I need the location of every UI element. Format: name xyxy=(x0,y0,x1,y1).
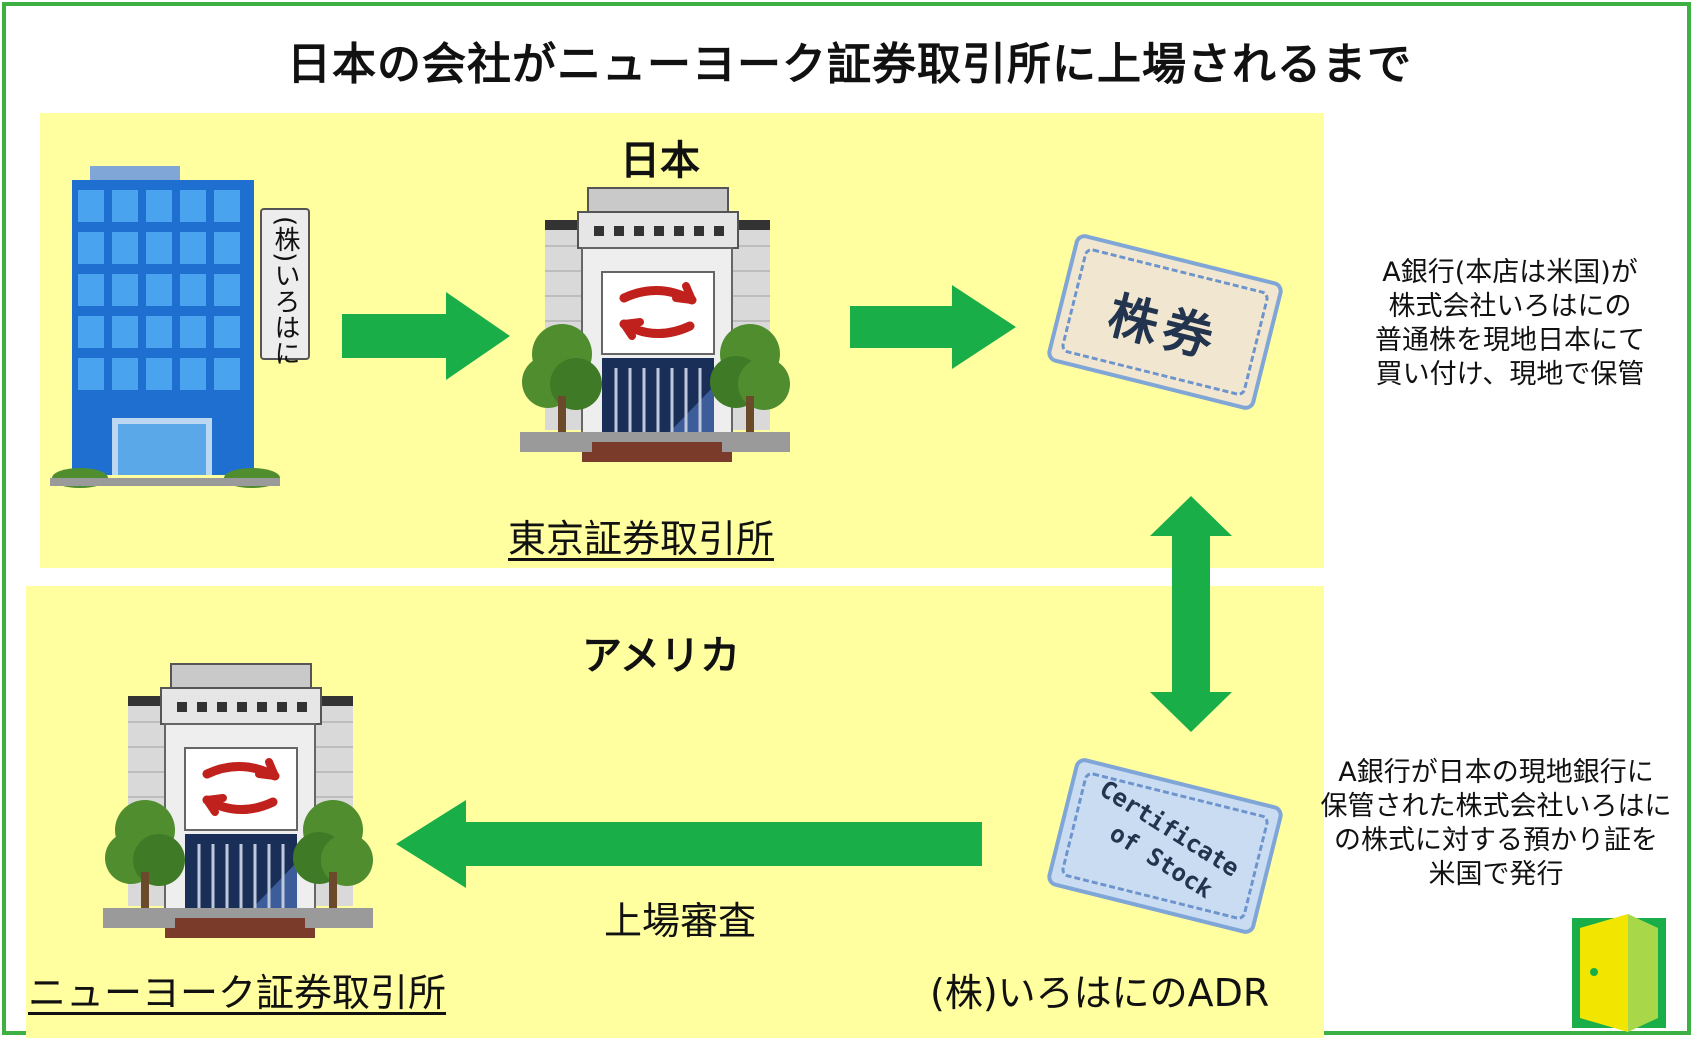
bank-issue-note-line: A銀行が日本の現地銀行に xyxy=(1338,757,1654,788)
arrow-right-1 xyxy=(342,292,510,380)
bank-purchase-note-line: 普通株を現地日本にて xyxy=(1375,325,1645,356)
arrow-right-2 xyxy=(850,285,1016,369)
america-region-label: アメリカ xyxy=(582,633,740,679)
arrow-left-listing xyxy=(396,800,982,888)
japan-region-label: 日本 xyxy=(620,138,700,184)
tokyo-exchange-label: 東京証券取引所 xyxy=(508,517,775,561)
bank-purchase-note-line: 株式会社いろはにの xyxy=(1388,291,1632,322)
nyse-label: ニューヨーク証券取引所 xyxy=(28,971,447,1015)
bank-purchase-note-line: 買い付け、現地で保管 xyxy=(1375,359,1645,390)
door-logo-icon xyxy=(1572,914,1666,1032)
bank-issue-note-line: の株式に対する預かり証を xyxy=(1334,825,1658,856)
bank-purchase-note: A銀行(本店は米国)が 株式会社いろはにの 普通株を現地日本にて 買い付け、現地… xyxy=(1330,256,1690,392)
bank-issue-note-line: 米国で発行 xyxy=(1428,859,1564,890)
company-sign-text: (株)いろはに xyxy=(270,216,300,367)
page-title: 日本の会社がニューヨーク証券取引所に上場されるまで xyxy=(287,39,1412,90)
company-signboard xyxy=(260,208,310,360)
bank-issue-note: A銀行が日本の現地銀行に 保管された株式会社いろはに の株式に対する預かり証を … xyxy=(1306,756,1686,892)
stock-exchange-building-icon xyxy=(103,663,373,938)
adr-label: (株)いろはにのADR xyxy=(930,971,1270,1015)
office-building-icon xyxy=(50,166,280,488)
arrow-vertical-double xyxy=(1150,496,1232,732)
stock-exchange-building-icon xyxy=(520,187,790,462)
bank-issue-note-line: 保管された株式会社いろはに xyxy=(1320,791,1672,822)
listing-review-label: 上場審査 xyxy=(604,899,757,943)
bank-purchase-note-line: A銀行(本店は米国)が xyxy=(1382,257,1638,288)
